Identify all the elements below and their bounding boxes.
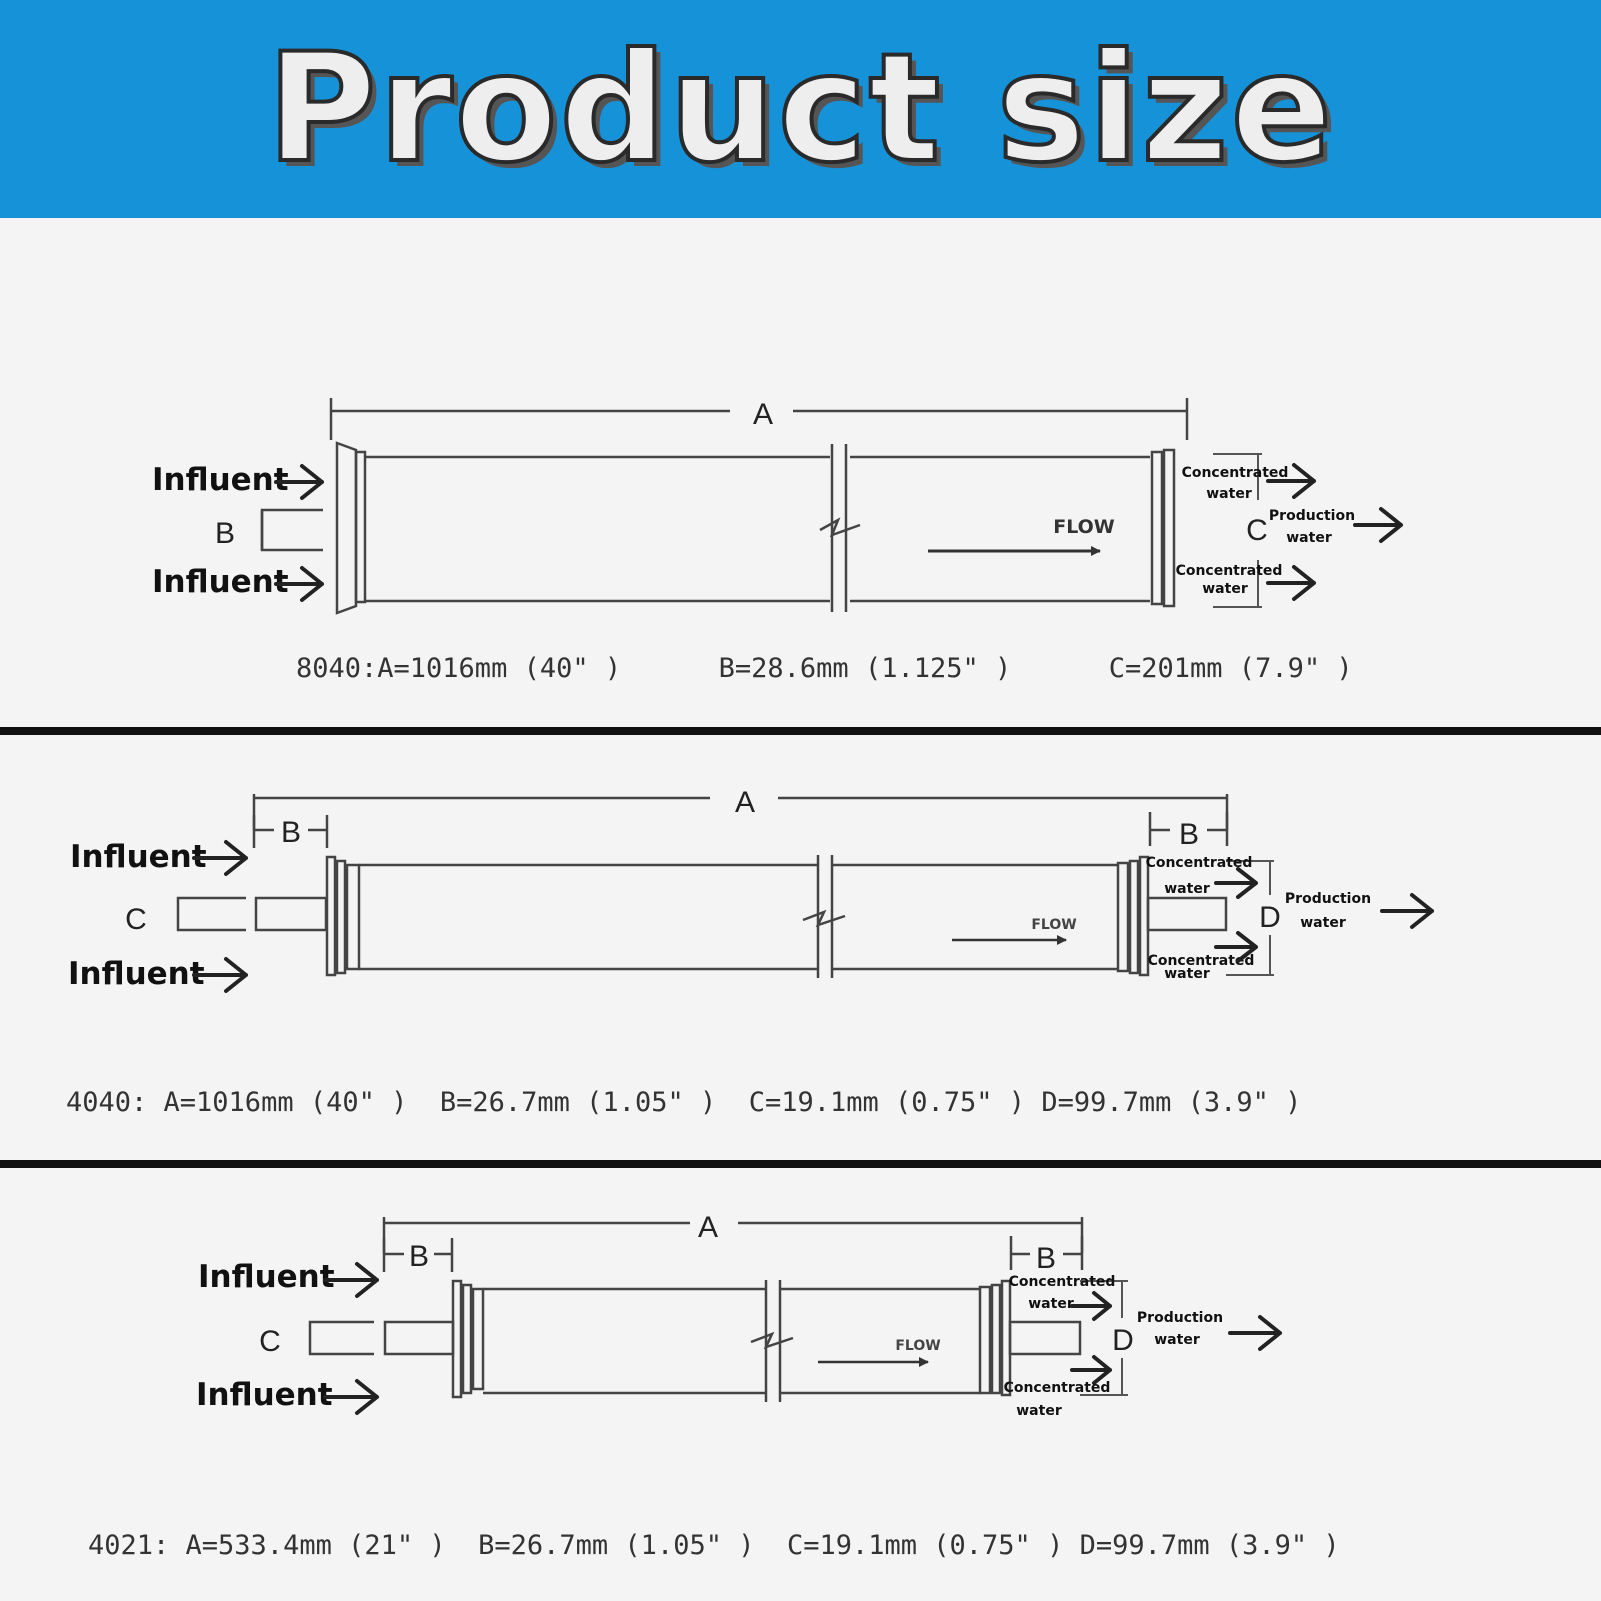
concentrate-arrow-icon bbox=[1070, 1291, 1112, 1321]
production-label: Production bbox=[1285, 891, 1371, 907]
influent-arrow-icon bbox=[274, 464, 324, 500]
concentrated-water-label: water bbox=[1206, 486, 1252, 502]
dimension-b-label: B bbox=[409, 1240, 429, 1273]
concentrate-arrow-icon bbox=[1266, 463, 1316, 499]
diagram-8040: A FLOW Influent Influent B Concentra bbox=[152, 398, 1403, 684]
influent-label-top: Influent bbox=[152, 462, 289, 498]
concentrated-label: Concentrated bbox=[1148, 953, 1255, 969]
dimension-a-label: A bbox=[753, 398, 773, 431]
dimension-a-label: A bbox=[735, 786, 755, 819]
concentrated-label: Concentrated bbox=[1004, 1380, 1111, 1396]
concentrate-arrow-icon bbox=[1214, 931, 1258, 963]
dimension-c-label: C bbox=[125, 903, 147, 936]
concentrated-water-label: water bbox=[1028, 1296, 1074, 1312]
production-arrow-icon bbox=[1380, 893, 1434, 929]
influent-label-top: Influent bbox=[70, 839, 207, 875]
concentrated-label: Concentrated bbox=[1182, 465, 1289, 481]
concentrate-arrow-icon bbox=[1070, 1355, 1112, 1385]
dimension-c-label: C bbox=[259, 1325, 281, 1358]
concentrated-water-label: water bbox=[1202, 581, 1248, 597]
dimension-b-label: B bbox=[215, 517, 235, 550]
title-banner bbox=[0, 0, 1601, 218]
dimension-c-label: C bbox=[1246, 514, 1268, 547]
dimension-a-label: A bbox=[698, 1211, 718, 1244]
flow-label: FLOW bbox=[1053, 516, 1115, 538]
influent-arrow-icon bbox=[274, 566, 324, 602]
diagram-4021: A B B FLOW Influent bbox=[88, 1211, 1340, 1561]
dimension-d-label: D bbox=[1259, 901, 1281, 934]
diagram-4040: A B B FLOW Influent bbox=[66, 786, 1434, 1118]
concentrated-label: Concentrated bbox=[1146, 855, 1253, 871]
influent-label-top: Influent bbox=[198, 1259, 335, 1295]
spec-4021: 4021: A=533.4mm (21" ) B=26.7mm (1.05" )… bbox=[88, 1530, 1340, 1561]
concentrated-water-label: water bbox=[1164, 881, 1210, 897]
production-label: Production bbox=[1137, 1310, 1223, 1326]
production-arrow-icon bbox=[1228, 1315, 1282, 1351]
influent-arrow-icon bbox=[192, 957, 248, 993]
production-arrow-icon bbox=[1353, 507, 1403, 543]
dimension-b-label: B bbox=[281, 816, 301, 849]
concentrated-label: Concentrated bbox=[1176, 563, 1283, 579]
influent-arrow-icon bbox=[323, 1262, 379, 1298]
influent-arrow-icon bbox=[192, 840, 248, 876]
section-divider-2 bbox=[0, 1160, 1601, 1168]
section-divider-1 bbox=[0, 727, 1601, 735]
influent-label-bottom: Influent bbox=[68, 956, 205, 992]
page-title: Product size bbox=[265, 22, 1335, 196]
concentrate-arrow-icon bbox=[1266, 565, 1316, 601]
flow-label: FLOW bbox=[1031, 917, 1076, 933]
spec-8040: 8040:A=1016mm (40" ) B=28.6mm (1.125" ) … bbox=[296, 653, 1353, 684]
flow-label: FLOW bbox=[895, 1338, 940, 1354]
spec-4040: 4040: A=1016mm (40" ) B=26.7mm (1.05" ) … bbox=[66, 1087, 1301, 1118]
production-water-label: water bbox=[1154, 1332, 1200, 1348]
dimension-b-label: B bbox=[1179, 818, 1199, 851]
concentrated-water-label: water bbox=[1164, 966, 1210, 982]
production-label: Production bbox=[1269, 508, 1355, 524]
influent-arrow-icon bbox=[323, 1379, 379, 1415]
production-water-label: water bbox=[1300, 915, 1346, 931]
concentrate-arrow-icon bbox=[1214, 867, 1258, 899]
influent-label-bottom: Influent bbox=[152, 564, 289, 600]
concentrated-water-label: water bbox=[1016, 1403, 1062, 1419]
dimension-b-label: B bbox=[1036, 1242, 1056, 1275]
influent-label-bottom: Influent bbox=[196, 1377, 333, 1413]
concentrated-label: Concentrated bbox=[1009, 1274, 1116, 1290]
dimension-d-label: D bbox=[1112, 1324, 1134, 1357]
production-water-label: water bbox=[1286, 530, 1332, 546]
